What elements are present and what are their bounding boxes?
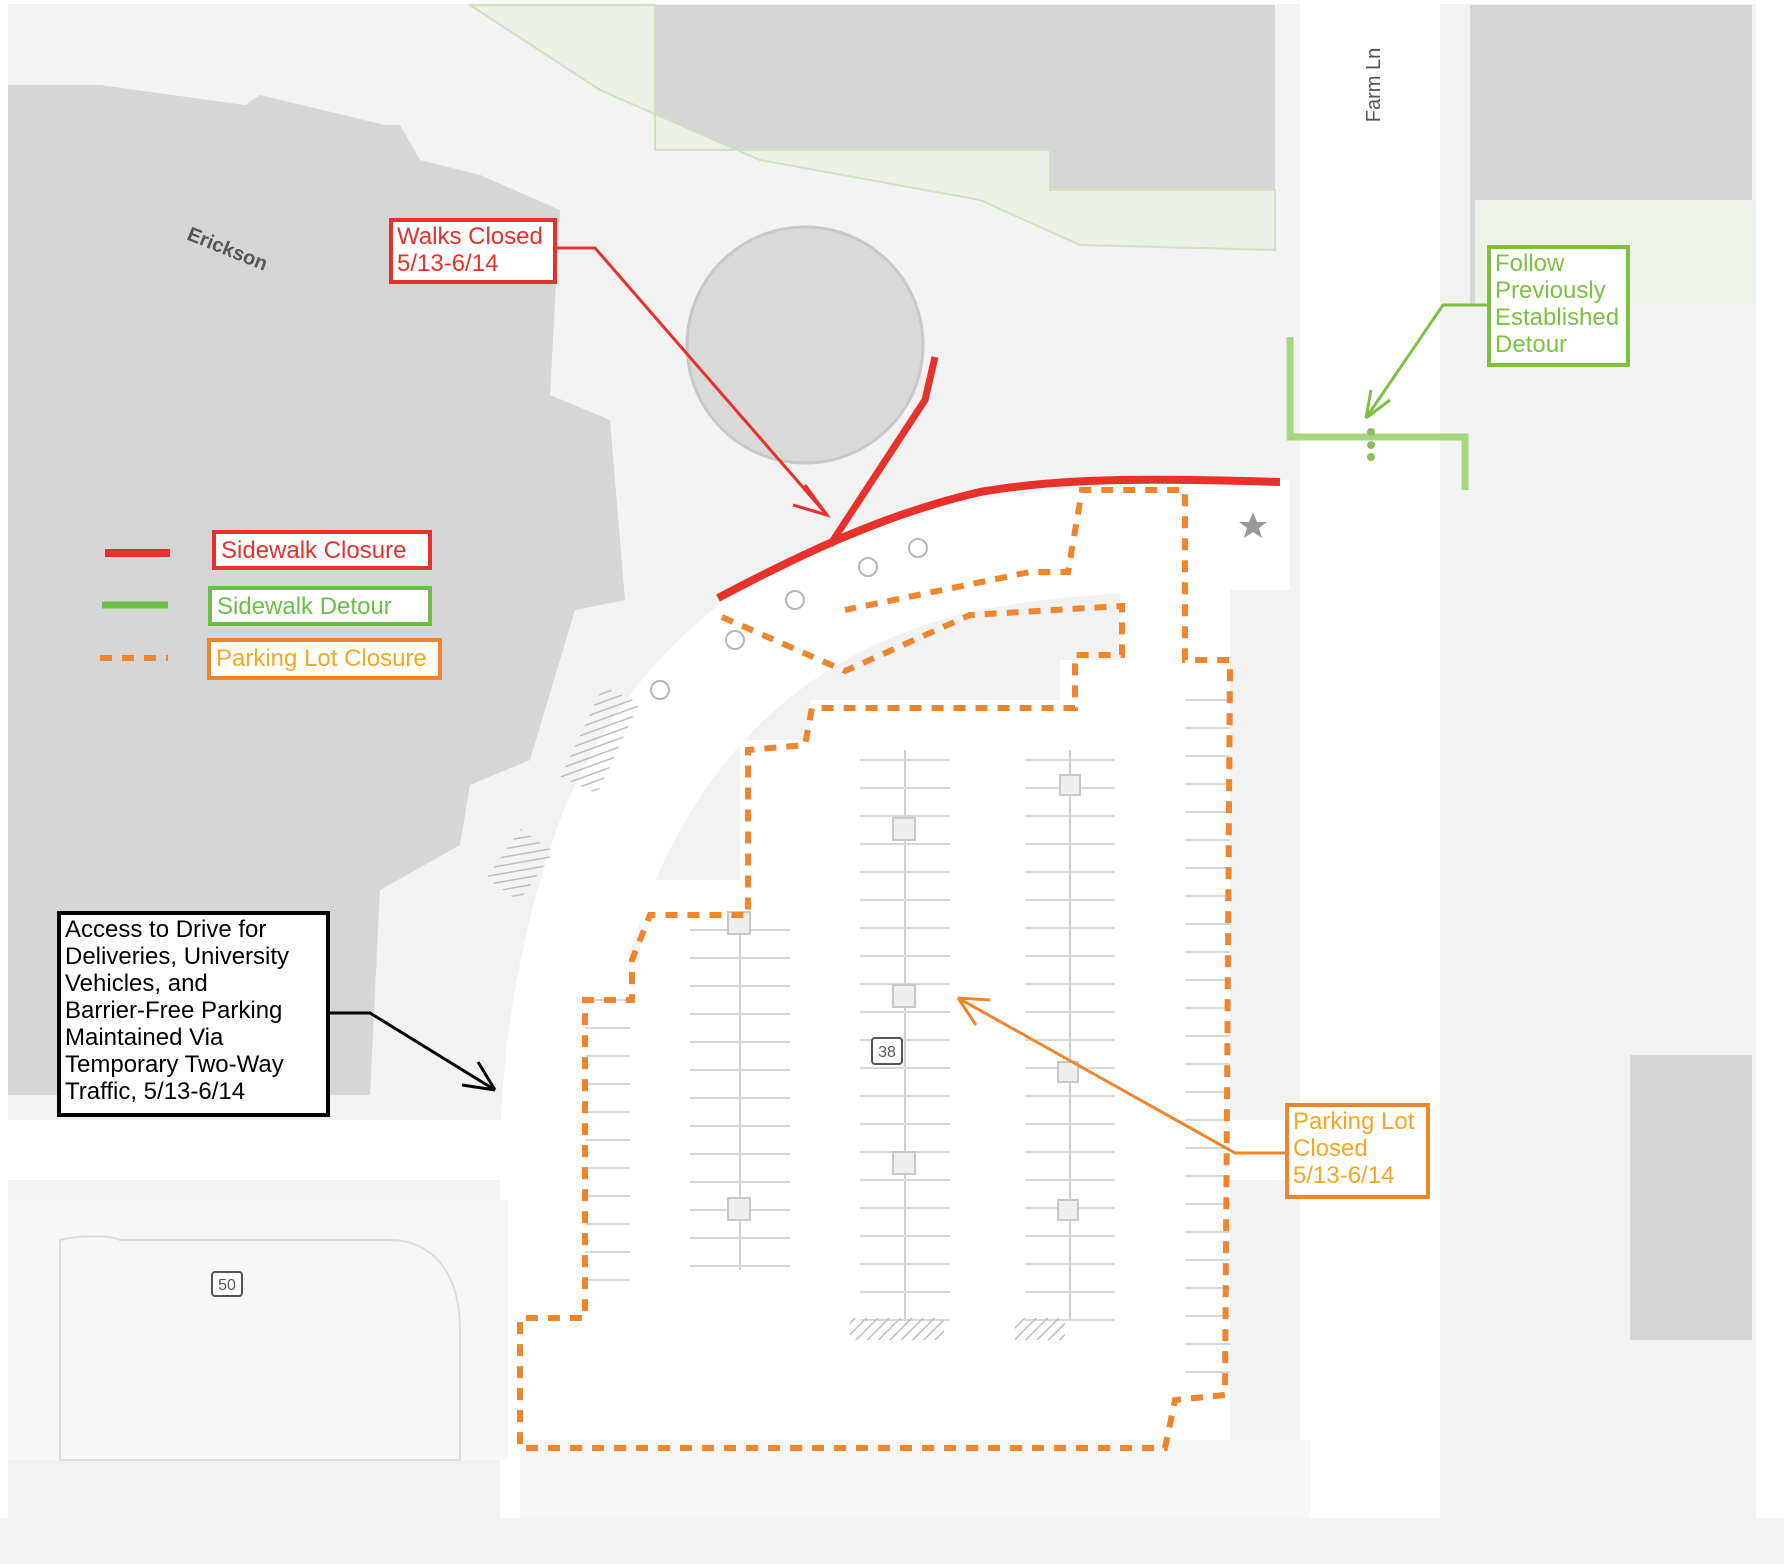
parking-lot-closure-line [517, 487, 1234, 1451]
svg-text:38: 38 [878, 1044, 896, 1061]
circular-building [685, 225, 925, 465]
callout-parking-lot-closed: Parking Lot Closed 5/13-6/14 [1285, 1103, 1430, 1199]
lot-50-label: 50 [211, 1271, 243, 1297]
accessible-parking-icon [650, 538, 928, 700]
callout-access-drive: Access to Drive for Deliveries, Universi… [57, 911, 330, 1117]
street-label-farm-ln: Farm Ln [1363, 48, 1385, 122]
sidewalk-detour-line [1286, 337, 1469, 490]
callout-follow-detour: Follow Previously Established Detour [1487, 245, 1630, 367]
lot-38-label: 38 [871, 1037, 903, 1065]
sidewalk-closure-line-north [827, 356, 939, 547]
svg-text:50: 50 [218, 1277, 236, 1294]
bottom-strip [0, 1518, 1784, 1564]
callout-walks-closed: Walks Closed 5/13-6/14 [389, 218, 557, 284]
legend-label-parking-lot-closure: Parking Lot Closure [207, 638, 442, 680]
parking-lot-50 [59, 1235, 461, 1461]
parking-lot-38 [486, 500, 1230, 1440]
green-area [466, 3, 1276, 252]
access-drive-arrow [328, 1011, 497, 1092]
sidewalk-closure-line [716, 475, 1281, 602]
legend-label-sidewalk-detour: Sidewalk Detour [208, 586, 432, 626]
star-icon [1239, 512, 1267, 538]
legend-label-sidewalk-closure: Sidewalk Closure [212, 530, 432, 570]
follow-detour-arrow [1364, 303, 1487, 420]
parking-lot-closed-arrow [956, 996, 1290, 1155]
walks-closed-arrow [550, 246, 831, 518]
